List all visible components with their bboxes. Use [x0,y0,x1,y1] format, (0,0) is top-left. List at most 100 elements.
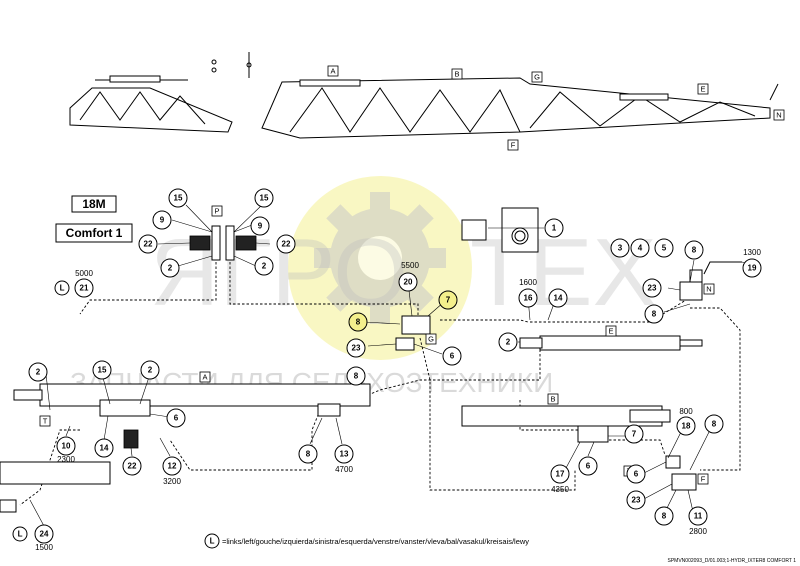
qty-3200: 3200 [163,477,181,486]
boom-label-g: G [531,71,543,83]
hose-a-loop [169,409,321,471]
svg-text:12: 12 [168,462,177,471]
qty-2800: 2800 [689,527,707,536]
hose-lengths: 5000 5500 1600 1300 2300 3200 4700 4350 … [35,248,761,552]
boom-left-fitting-1 [211,59,217,65]
svg-text:F: F [701,475,706,484]
hose-e-to-a [355,336,541,401]
hose-g-to-b-valve [419,337,576,491]
legend-text: =links/left/gouche/izquierda/sinistra/es… [222,537,529,546]
cylinder-e-body [539,335,681,351]
item-1-illustration [461,207,539,253]
cylinder-b: B [461,393,671,443]
label-p: P [211,205,223,217]
svg-text:13: 13 [340,450,349,459]
boom-label-e: E [697,83,709,95]
bubble-11: 11 [688,506,708,526]
qty-1600: 1600 [519,278,537,287]
svg-text:8: 8 [354,372,359,381]
valve-n-top [689,269,703,283]
bubble-15-right: 15 [254,188,274,208]
svg-text:23: 23 [632,496,641,505]
boom-right-section [261,77,771,139]
variant-text: Comfort 1 [66,226,123,240]
svg-text:20: 20 [404,278,413,287]
svg-text:15: 15 [260,194,269,203]
bubble-9-right: 9 [250,216,270,236]
cylinder-a-body [39,383,371,407]
cylinder-lower-body [0,461,111,485]
label-n: N [703,283,715,295]
bubble-6-f: 6 [626,464,646,484]
boom-label-n: N [773,109,785,121]
hose-coil-inner [514,230,526,242]
boom-right-cylinder-a [299,79,361,87]
svg-text:B: B [454,70,459,79]
watermark: ЯГРО ТЕХ ЗАПЧАСТИ ДЛЯ СЕЛЬХОЗТЕХНИКИ [70,176,657,398]
coupler-right [235,235,257,251]
bubble-1: 1 [544,218,564,238]
qty-5000: 5000 [75,269,93,278]
bubble-7: 7 [438,290,458,310]
bubble-3: 3 [610,238,630,258]
svg-text:15: 15 [98,366,107,375]
svg-text:6: 6 [586,462,591,471]
coupler-left [189,235,211,251]
svg-text:8: 8 [356,318,361,327]
bubble-22-right: 22 [276,234,296,254]
model-box: 18M [71,195,117,213]
footer-code: SPMVN002093_D/01.003;1-HYDR_IXTER8 COMFO… [668,558,797,564]
bubble-8-a: 8 [298,444,318,464]
label-t-left: T [39,415,51,427]
svg-text:5: 5 [662,244,667,253]
qty-2300: 2300 [57,455,75,464]
bubble-6-mid: 6 [442,346,462,366]
bubble-17: 17 [550,464,570,484]
svg-text:N: N [776,111,781,120]
label-e: E [605,325,617,337]
bubble-15-left: 15 [168,188,188,208]
bubble-22-left: 22 [138,234,158,254]
boom-tip [769,83,779,101]
hose-right-p [229,262,419,316]
svg-text:14: 14 [100,444,109,453]
section-p: P [189,205,257,261]
bubble-23-f: 23 [626,490,646,510]
svg-text:18: 18 [682,422,691,431]
watermark-logo-right: ТЕХ [470,219,657,326]
boom-left-truss [79,91,206,125]
svg-text:2: 2 [262,262,267,271]
hose-n-to-f [690,307,741,471]
bubble-16: 16 [518,288,538,308]
bubble-18: 18 [676,416,696,436]
qty-1300: 1300 [743,248,761,257]
cylinder-b-rod [629,409,671,423]
svg-text:2: 2 [36,368,41,377]
svg-text:B: B [550,395,555,404]
svg-text:22: 22 [144,240,153,249]
bubble-2-a2: 2 [140,360,160,380]
bubble-21: 21 [74,278,94,298]
svg-text:9: 9 [258,222,263,231]
legend: L =links/left/gouche/izquierda/sinistra/… [204,533,529,549]
bubble-2-a1: 2 [28,362,48,382]
bubble-l-left: L [54,280,70,296]
cylinder-left-lower [0,461,111,513]
svg-text:4: 4 [638,244,643,253]
svg-text:19: 19 [748,264,757,273]
tee-fitting-g [395,337,415,351]
svg-text:L: L [210,537,215,546]
variant-box: Comfort 1 [55,223,133,243]
bubble-2-right: 2 [254,256,274,276]
cylinder-e-end [519,337,543,349]
bubble-2-e: 2 [498,332,518,352]
bubble-10: 10 [56,436,76,456]
qty-1500: 1500 [35,543,53,552]
svg-text:T: T [43,417,48,426]
boom-right-cylinder-e [619,93,669,101]
boom-left-section [69,87,233,133]
label-b: B [547,393,559,405]
fitting-p-right [225,225,235,261]
valve-block-b [577,425,609,443]
